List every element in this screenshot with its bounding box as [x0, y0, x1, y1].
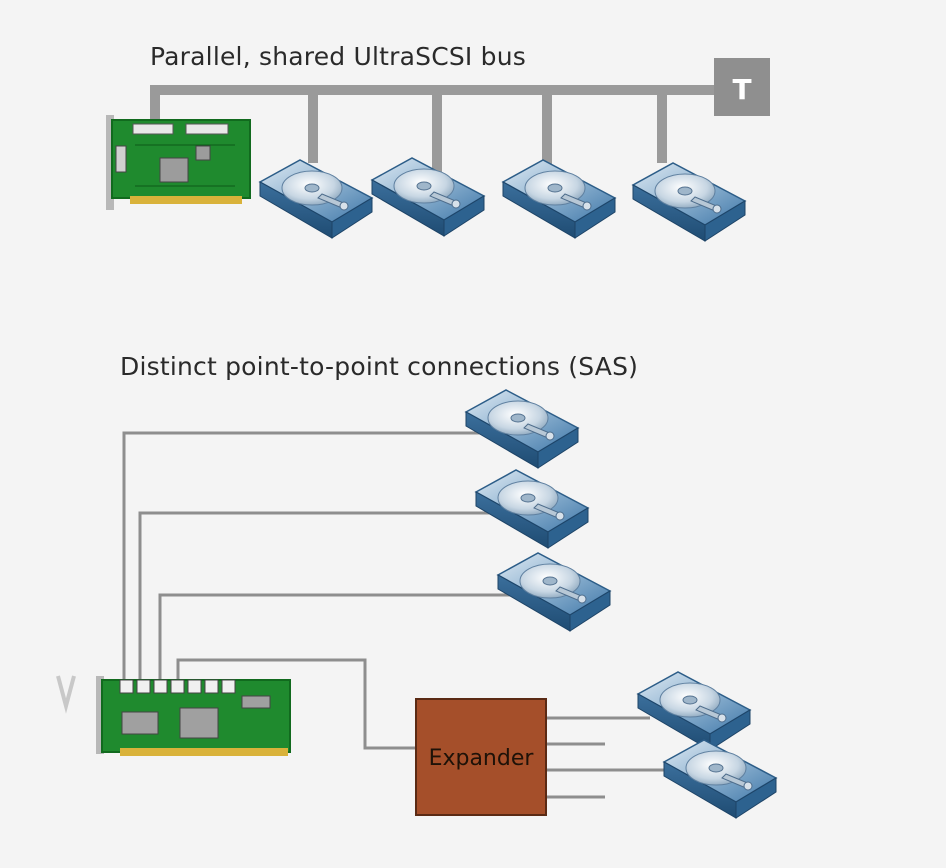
bottom-section-title: Distinct point-to-point connections (SAS…	[120, 352, 639, 381]
top-disk-1	[259, 159, 373, 239]
terminator-label: T	[732, 73, 751, 106]
sas-disk-2	[475, 469, 589, 549]
top-section-title: Parallel, shared UltraSCSI bus	[150, 42, 526, 71]
sas-ports	[119, 679, 236, 694]
sas-point-to-point-links	[122, 431, 515, 750]
bus-terminator: T	[714, 58, 770, 116]
expander-disk-1	[637, 671, 751, 751]
top-disk-2	[371, 157, 485, 237]
sas-controller-card	[56, 675, 291, 756]
sas-disk-3	[497, 552, 611, 632]
expander-disk-2	[663, 739, 777, 819]
sas-disk-1	[465, 389, 579, 469]
top-disk-3	[502, 159, 616, 239]
scsi-controller-card	[106, 115, 251, 210]
top-disk-4	[632, 162, 746, 242]
expander-outputs	[545, 716, 672, 799]
sas-expander: Expander	[415, 698, 547, 816]
scsi-shared-bus	[150, 85, 720, 175]
expander-label: Expander	[429, 746, 535, 771]
